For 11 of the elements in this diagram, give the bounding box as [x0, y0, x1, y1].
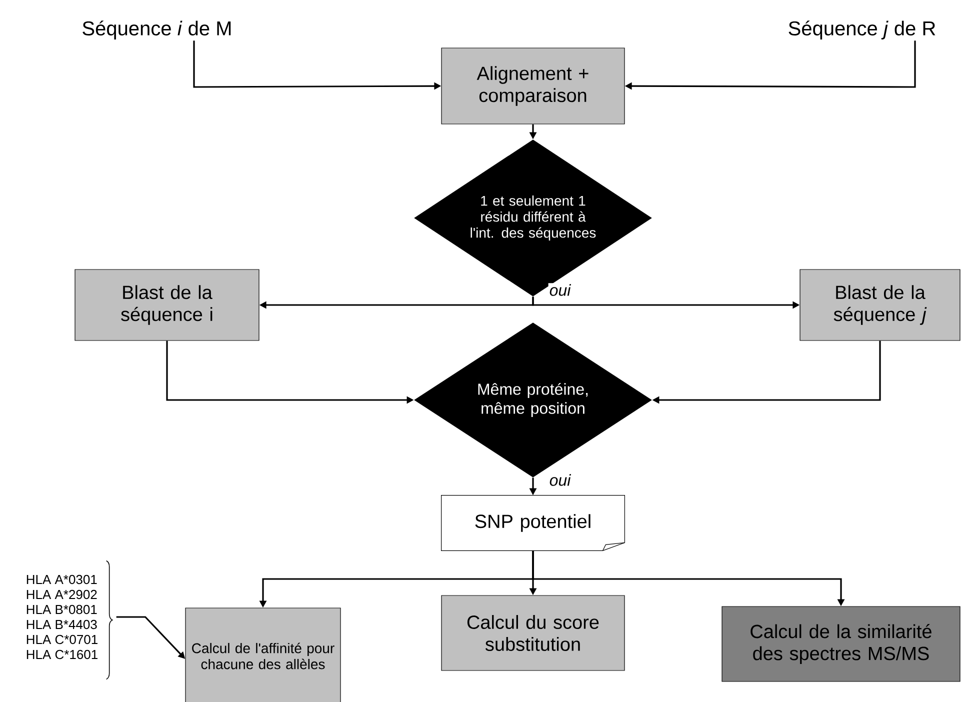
process-box: Blast de la séquence j	[800, 269, 960, 341]
document-box: SNP potentiel	[441, 495, 625, 551]
source-label: Séquence j de R	[788, 20, 936, 40]
process-box: Calcul de la similarité des spectres MS/MS	[722, 606, 960, 682]
process-box: Blast de la séquence i	[74, 269, 260, 341]
edge-label: oui	[548, 283, 572, 297]
allele-list: HLA A*0301 HLA A*2902 HLA B*0801 HLA B*4403 HLA C*0701 HLA C*1601	[26, 560, 113, 680]
process-box: Calcul de l'affinité pour chacune des allèles	[185, 608, 341, 702]
process-box: Calcul du score substitution	[441, 595, 625, 671]
source-label: Séquence i de M	[82, 20, 231, 40]
process-box: Alignement + comparaison	[441, 48, 625, 124]
